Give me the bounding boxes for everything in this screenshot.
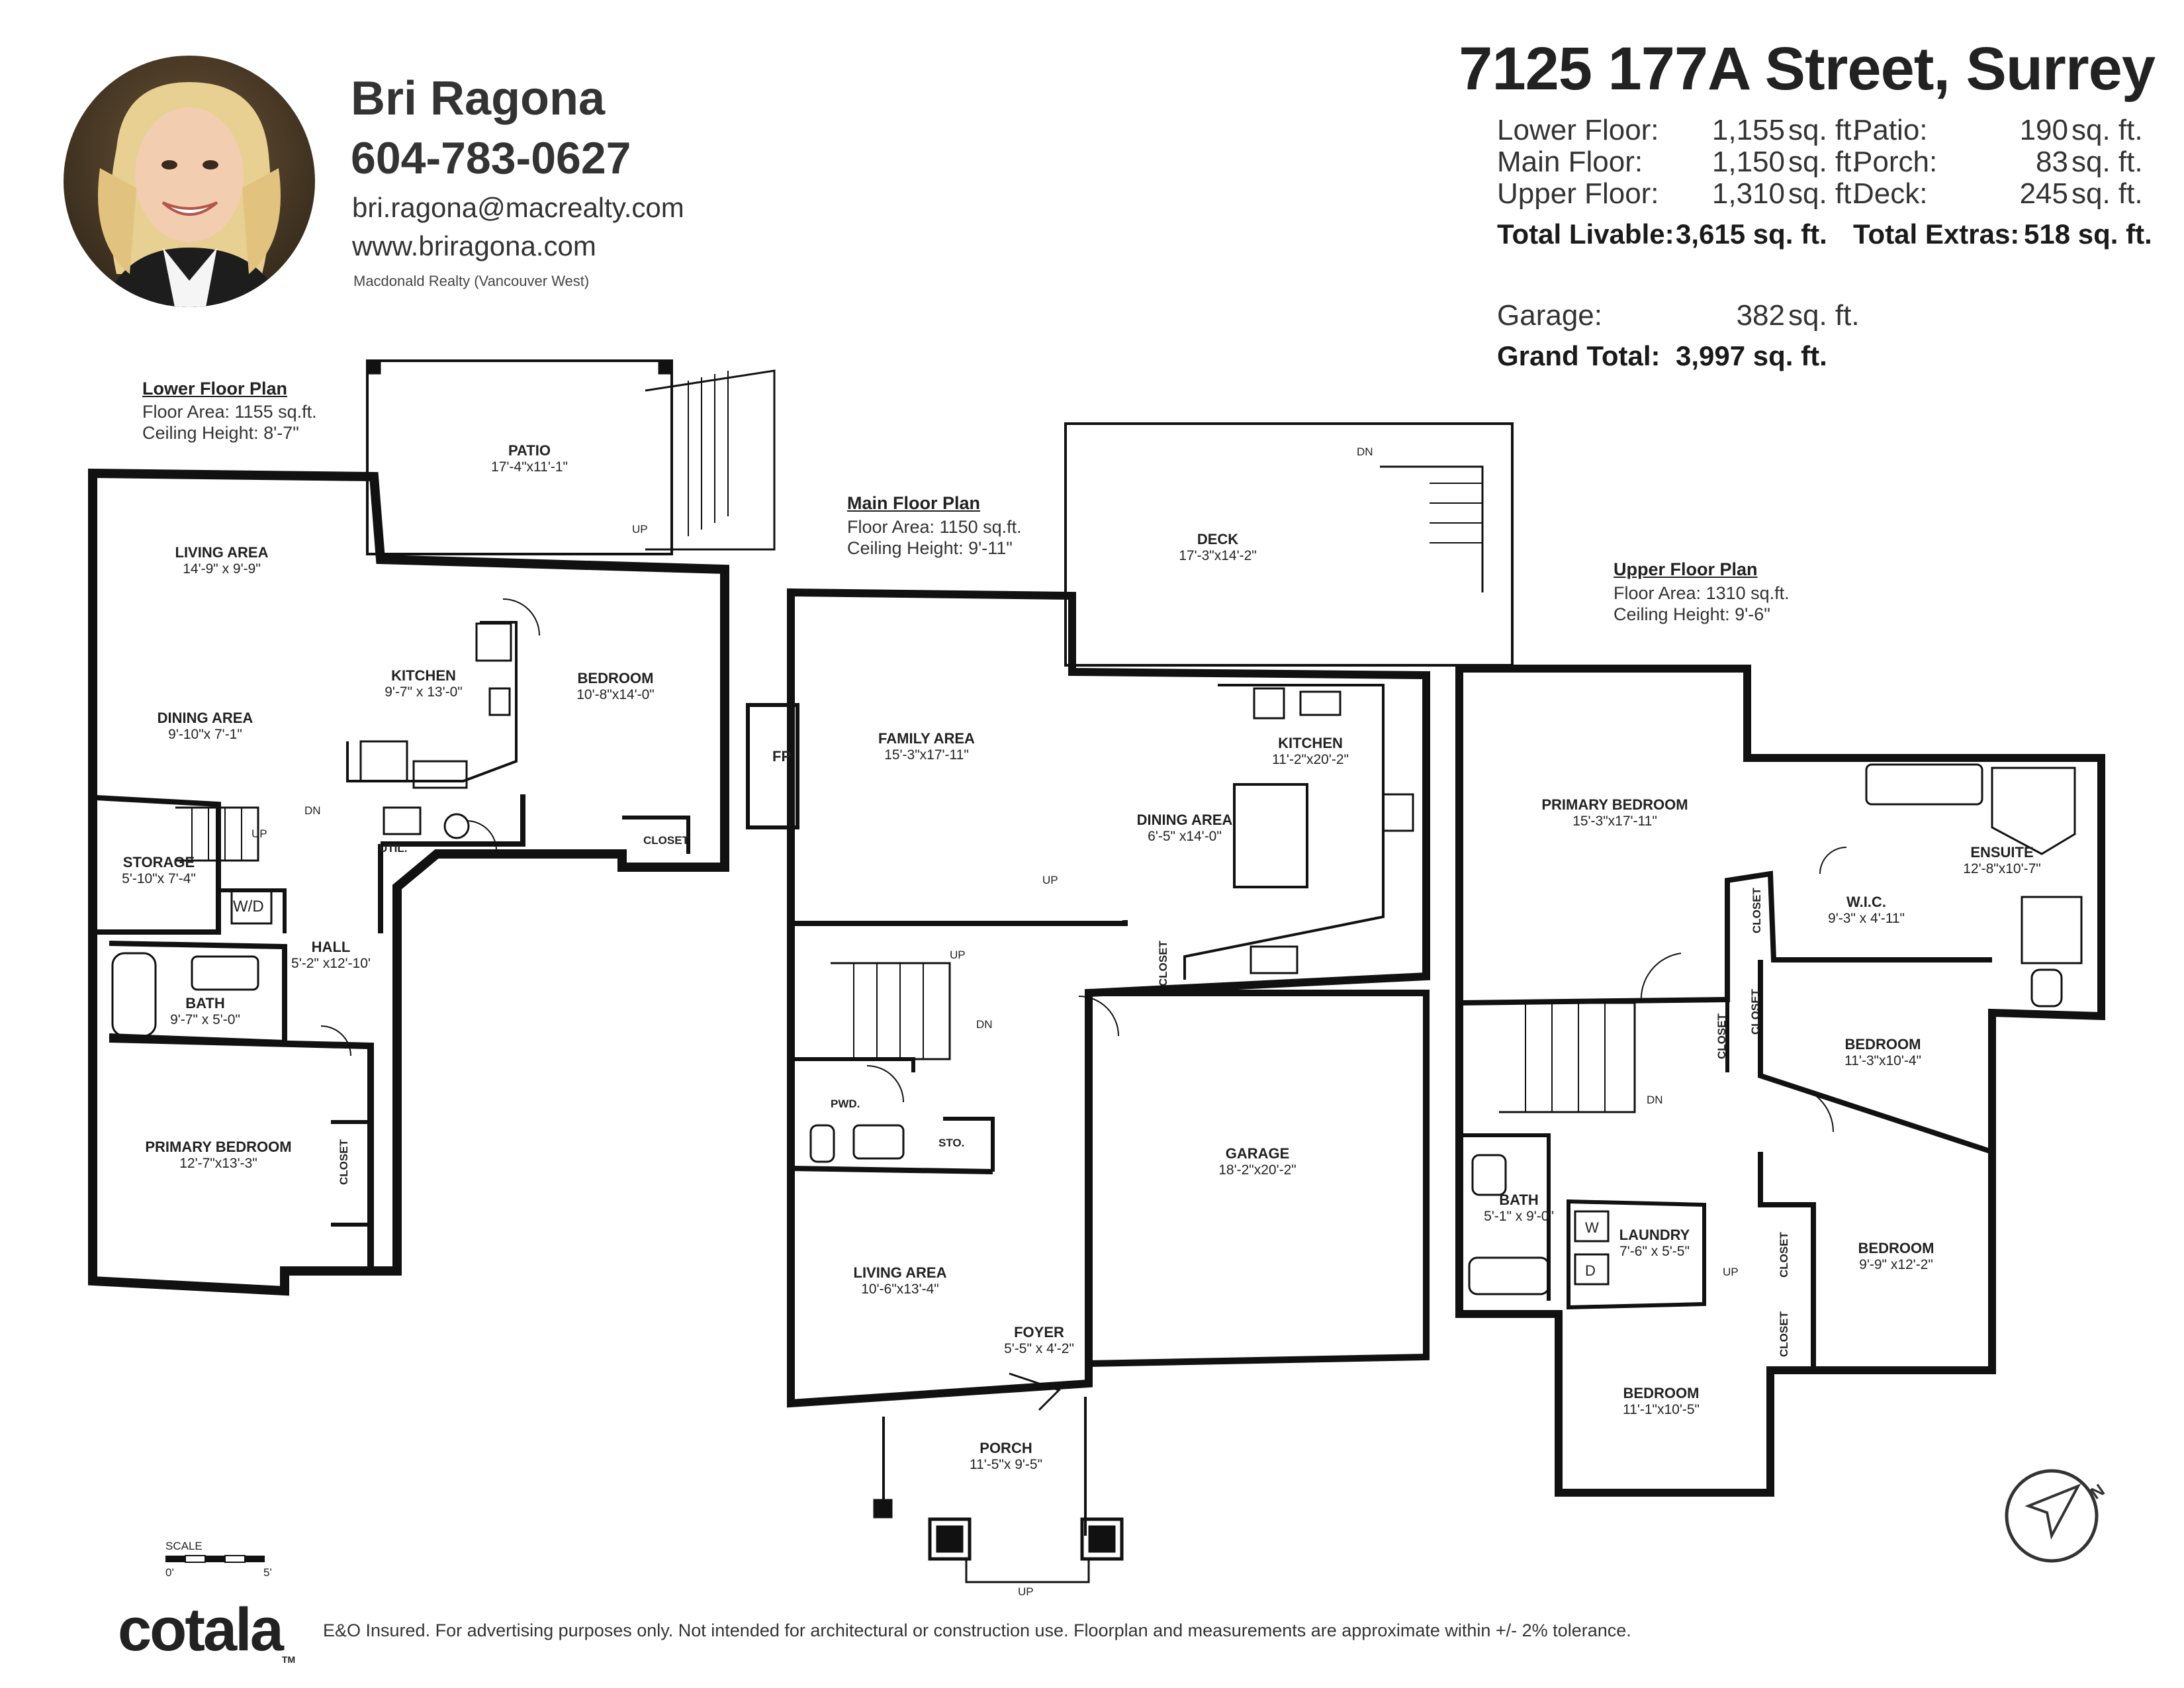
room-lower-bath: BATH 9'-7" x 5'-0" xyxy=(170,995,240,1027)
room-family: FAMILY AREA 15'-3"x17'-11" xyxy=(878,730,975,763)
room-storage: STORAGE 5'-10"x 7'-4" xyxy=(122,854,196,886)
upper-closet-label-4: CLOSET xyxy=(1778,1232,1790,1278)
agent-photo xyxy=(64,56,315,307)
agent-brokerage: Macdonald Realty (Vancouver West) xyxy=(353,273,590,289)
upper-plan-title: Upper Floor Plan xyxy=(1614,559,1758,579)
room-upper-bedroom-2: BEDROOM 9'-9" x12'-2" xyxy=(1858,1240,1934,1272)
upper-closet-label-3: CLOSET xyxy=(1749,989,1762,1035)
room-laundry: LAUNDRY 7'-6" x 5'-5" xyxy=(1619,1227,1690,1259)
agent-phone: 604-783-0627 xyxy=(351,133,631,183)
lower-up-label: UP xyxy=(632,523,648,536)
room-upper-primary: PRIMARY BEDROOM 15'-3"x17'-11" xyxy=(1541,796,1688,829)
area-summary: Lower Floor: 1,155 sq. ft. Main Floor: 1… xyxy=(1497,114,2152,371)
upper-plan-ceiling: Ceiling Height: 9'-6" xyxy=(1614,604,1770,624)
agent-website: www.briragona.com xyxy=(352,230,596,261)
cotala-logo: cotalaTM xyxy=(118,1596,296,1665)
scale-max: 5' xyxy=(263,1566,272,1579)
room-lower-dining: DINING AREA 9'-10"x 7'-1" xyxy=(157,710,253,742)
room-lower-bedroom: BEDROOM 10'-8"x14'-0" xyxy=(576,670,655,702)
main-plan-title: Main Floor Plan xyxy=(847,493,981,513)
lower-closet-label: CLOSET xyxy=(643,834,689,847)
lower-closet-label-2: CLOSET xyxy=(338,1139,350,1185)
upper-up-label: UP xyxy=(1723,1266,1739,1278)
scale-min: 0' xyxy=(165,1566,174,1579)
room-hall: HALL 5'-2" x12'-10' xyxy=(291,939,371,971)
room-upper-bedroom-1: BEDROOM 11'-3"x10'-4" xyxy=(1844,1036,1921,1068)
fireplace-label: FP xyxy=(772,748,792,765)
washer-label: W xyxy=(1585,1219,1599,1236)
room-foyer: FOYER 5'-5" x 4'-2" xyxy=(1004,1324,1074,1356)
room-upper-bedroom-3: BEDROOM 11'-1"x10'-5" xyxy=(1623,1385,1700,1417)
agent-name: Bri Ragona xyxy=(351,72,606,125)
room-upper-bath: BATH 5'-1" x 9'-0" xyxy=(1484,1192,1554,1224)
sto-label: STO. xyxy=(938,1137,965,1149)
main-dn-label-2: DN xyxy=(976,1018,993,1031)
upper-closet-label-1: CLOSET xyxy=(1751,888,1763,933)
upper-plan-floor-area: Floor Area: 1310 sq.ft. xyxy=(1614,583,1790,603)
room-ensuite: ENSUITE 12'-8"x10'-7" xyxy=(1963,844,2041,876)
main-closet-label: CLOSET xyxy=(1157,941,1169,986)
main-plan-ceiling: Ceiling Height: 9'-11" xyxy=(847,538,1013,558)
room-lower-primary: PRIMARY BEDROOM 12'-7"x13'-3" xyxy=(145,1139,292,1171)
room-deck: DECK 17'-3"x14'-2" xyxy=(1179,531,1257,563)
pwd-label: PWD. xyxy=(831,1098,860,1110)
room-main-kitchen: KITCHEN 11'-2"x20'-2" xyxy=(1272,735,1349,767)
lower-up-label-2: UP xyxy=(251,827,267,840)
lower-wd-label: W/D xyxy=(233,898,264,915)
room-patio: PATIO 17'-4"x11'-1" xyxy=(491,442,568,475)
main-floor-walls xyxy=(746,422,1514,1583)
disclaimer: E&O Insured. For advertising purposes on… xyxy=(323,1620,1631,1640)
compass-icon xyxy=(2005,1469,2099,1563)
upper-floor-walls xyxy=(1455,665,2105,1497)
lower-plan-title: Lower Floor Plan xyxy=(142,379,288,399)
room-lower-living: LIVING AREA 14'-9" x 9'-9" xyxy=(175,544,269,577)
room-wic: W.I.C. 9'-3" x 4'-11" xyxy=(1828,894,1905,926)
lower-plan-ceiling: Ceiling Height: 8'-7" xyxy=(142,423,299,443)
lower-plan-floor-area: Floor Area: 1155 sq.ft. xyxy=(142,402,317,422)
main-up-label-3: UP xyxy=(1018,1585,1034,1598)
dryer-label: D xyxy=(1585,1262,1596,1279)
room-main-living: LIVING AREA 10'-6"x13'-4" xyxy=(853,1264,947,1297)
lower-dn-label: DN xyxy=(304,804,321,817)
main-up-label: UP xyxy=(1042,874,1058,886)
upper-dn-label: DN xyxy=(1647,1094,1663,1106)
main-plan-floor-area: Floor Area: 1150 sq.ft. xyxy=(847,517,1022,537)
main-up-label-2: UP xyxy=(950,949,966,961)
room-lower-kitchen: KITCHEN 9'-7" x 13'-0" xyxy=(385,667,463,700)
property-address: 7125 177A Street, Surrey xyxy=(1459,35,2156,103)
scale-bar xyxy=(165,1555,265,1563)
room-garage: GARAGE 18'-2"x20'-2" xyxy=(1218,1145,1297,1178)
agent-email: bri.ragona@macrealty.com xyxy=(352,192,684,223)
main-dn-label: DN xyxy=(1357,445,1373,458)
upper-closet-label-5: CLOSET xyxy=(1778,1311,1790,1357)
room-main-dining: DINING AREA 6'-5" x14'-0" xyxy=(1136,812,1233,844)
upper-closet-label-2: CLOSET xyxy=(1715,1013,1728,1059)
room-porch: PORCH 11'-5"x 9'-5" xyxy=(969,1440,1043,1472)
scale-label: SCALE xyxy=(165,1540,203,1552)
lower-util-label: UTIL. xyxy=(379,842,408,855)
lower-floor-walls xyxy=(88,359,776,1296)
